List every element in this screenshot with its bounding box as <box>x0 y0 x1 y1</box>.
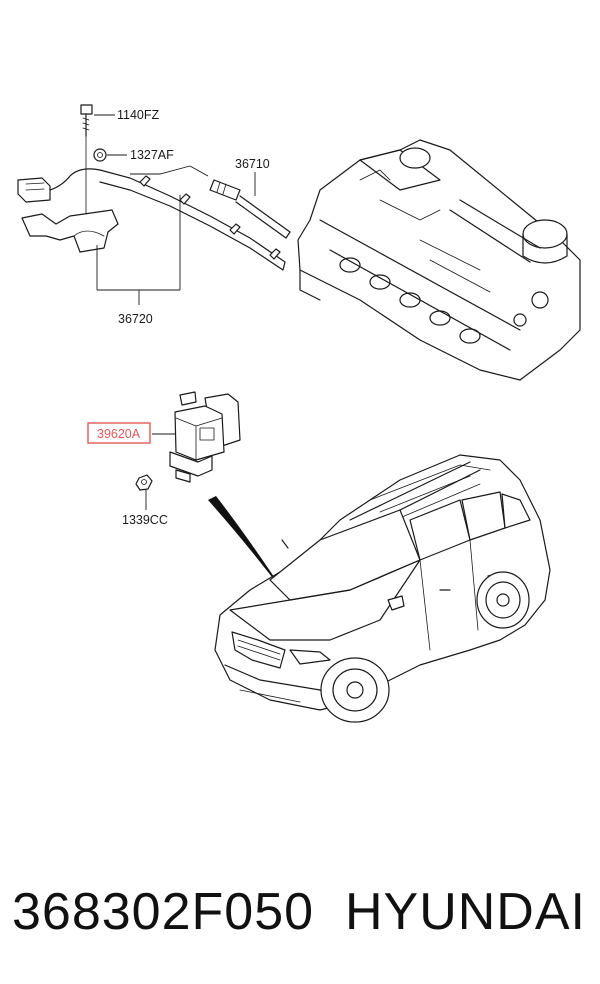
brand-name: HYUNDAI <box>344 883 586 941</box>
callout-36720: 36720 <box>118 312 153 326</box>
control-module-part <box>152 391 241 483</box>
footer: 368302F050 HYUNDAI <box>0 872 600 952</box>
callout-36710: 36710 <box>235 157 270 171</box>
highlight-box <box>87 422 151 444</box>
sensor-part <box>130 165 291 239</box>
location-pointer <box>208 496 288 598</box>
callout-1140fz: 1140FZ <box>117 108 160 122</box>
engine-block <box>297 139 581 381</box>
callout-39620a: 39620A <box>97 427 141 441</box>
part-number: 368302F050 <box>12 883 315 941</box>
vehicle-illustration <box>214 454 551 723</box>
nut-part-bottom <box>135 474 153 510</box>
wiring-harness-part <box>17 135 286 305</box>
bolt-part <box>80 104 115 137</box>
callout-1327af: 1327AF <box>130 148 174 162</box>
callout-1339cc: 1339CC <box>122 513 168 527</box>
nut-part-top <box>93 148 127 162</box>
